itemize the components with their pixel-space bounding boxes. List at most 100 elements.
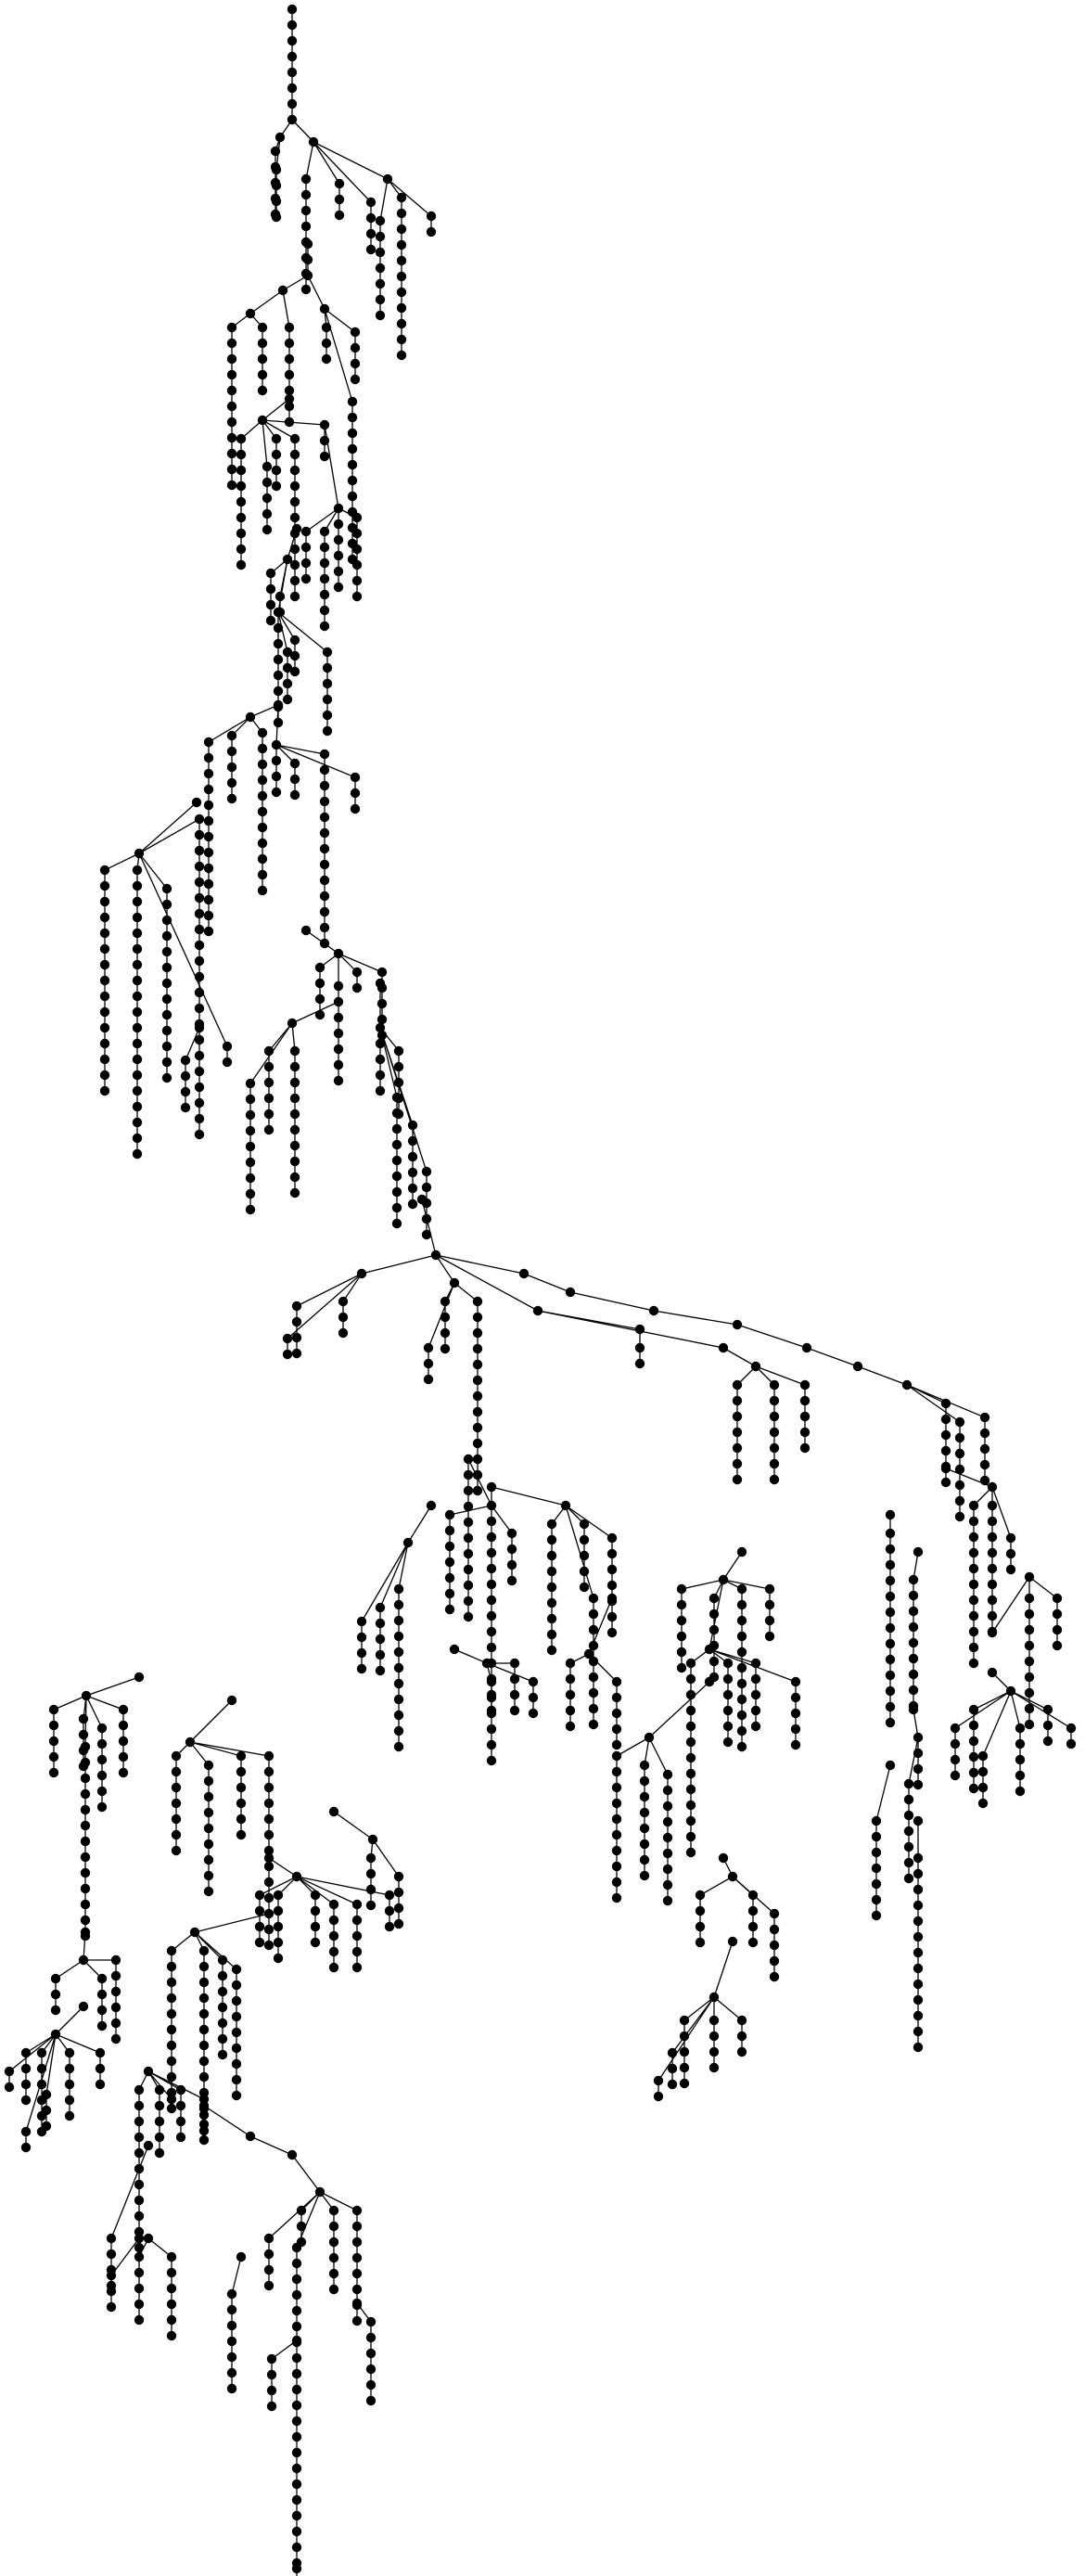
- tree-node-175: [289, 634, 300, 646]
- tree-node-1147: [106, 2301, 117, 2313]
- tree-node-1134: [134, 2267, 145, 2278]
- tree-node-862: [118, 1751, 129, 1762]
- tree-node-907: [64, 2063, 75, 2074]
- tree-node-216: [257, 853, 268, 865]
- tree-node-955: [263, 1940, 274, 1951]
- tree-node-352: [263, 1077, 274, 1088]
- tree-node-172: [273, 686, 284, 697]
- tree-node-103: [257, 415, 268, 426]
- tree-edge-557: [453, 1648, 488, 1664]
- tree-node-1132: [143, 2233, 154, 2244]
- tree-edge-477: [467, 1458, 492, 1506]
- tree-node-633: [685, 1768, 696, 1779]
- tree-node-317: [180, 1086, 191, 1097]
- tree-node-28: [334, 194, 345, 205]
- tree-node-272: [132, 1070, 143, 1081]
- tree-node-107: [236, 481, 247, 492]
- tree-node-704: [679, 2062, 690, 2073]
- tree-node-461: [732, 1395, 743, 1406]
- tree-node-730: [968, 1658, 979, 1669]
- tree-node-270: [132, 1038, 143, 1049]
- tree-edge-400: [569, 1291, 655, 1312]
- tree-node-84: [321, 322, 332, 333]
- tree-node-106: [236, 465, 247, 476]
- tree-node-337: [333, 1059, 344, 1070]
- tree-node-1075: [328, 2268, 339, 2279]
- tree-node-485: [444, 1572, 455, 1583]
- tree-node-94: [347, 443, 358, 455]
- tree-node-199: [203, 800, 214, 811]
- tree-edge-401: [653, 1310, 738, 1326]
- tree-node-744: [1024, 1571, 1035, 1583]
- tree-node-816: [903, 1826, 914, 1837]
- tree-node-988: [365, 1884, 377, 1895]
- tree-edge-26: [313, 141, 340, 185]
- tree-node-860: [118, 1720, 129, 1731]
- tree-node-554: [393, 1662, 404, 1673]
- tree-node-295: [194, 877, 205, 888]
- tree-node-949: [263, 1845, 274, 1856]
- tree-node-550: [393, 1599, 404, 1610]
- tree-node-1014: [198, 2071, 210, 2083]
- tree-node-6: [287, 98, 298, 109]
- tree-node-493: [463, 1532, 474, 1544]
- tree-node-833: [913, 1916, 924, 1927]
- tree-node-1084: [351, 2315, 363, 2326]
- tree-node-974: [328, 1946, 339, 1957]
- tree-edge-411: [906, 1384, 961, 1423]
- tree-node-945: [263, 1782, 274, 1793]
- tree-node-471: [769, 1442, 780, 1454]
- tree-node-189: [245, 711, 256, 723]
- tree-node-652: [790, 1708, 801, 1719]
- tree-node-1022: [217, 2002, 228, 2013]
- tree-node-386: [407, 1135, 418, 1147]
- tree-node-66: [226, 417, 237, 428]
- tree-node-1019: [217, 1954, 228, 1966]
- tree-node-195: [203, 737, 214, 748]
- tree-node-912: [95, 2063, 106, 2074]
- tree-node-622: [764, 1599, 775, 1610]
- tree-node-649: [750, 1721, 761, 1732]
- tree-node-810: [913, 1748, 924, 1759]
- tree-node-320: [333, 948, 344, 959]
- tree-node-645: [750, 1658, 761, 1669]
- tree-node-400: [338, 1312, 349, 1323]
- tree-node-261: [132, 896, 143, 907]
- tree-node-750: [1024, 1608, 1035, 1620]
- tree-node-312: [222, 1041, 233, 1052]
- tree-node-47: [365, 244, 377, 255]
- tree-edge-388: [361, 1254, 437, 1275]
- tree-node-552: [393, 1631, 404, 1642]
- tree-node-486: [444, 1588, 455, 1599]
- tree-node-344: [289, 1109, 300, 1120]
- tree-node-768: [950, 1754, 961, 1765]
- tree-node-274: [132, 1101, 143, 1112]
- tree-node-433: [449, 1277, 460, 1288]
- tree-node-381: [391, 1171, 402, 1182]
- tree-node-449: [472, 1469, 483, 1480]
- tree-node-1031: [231, 2043, 242, 2054]
- tree-node-168: [273, 622, 284, 634]
- tree-node-1036: [143, 2066, 154, 2077]
- tree-node-348: [289, 1172, 300, 1183]
- tree-node-1077: [351, 2205, 363, 2216]
- tree-node-884: [96, 2005, 108, 2016]
- tree-node-1012: [198, 2040, 210, 2051]
- tree-node-1116: [266, 2369, 277, 2380]
- tree-node-127: [289, 512, 300, 523]
- tree-node-770: [977, 1750, 989, 1762]
- tree-node-1061: [245, 2131, 256, 2142]
- tree-node-774: [1015, 1723, 1026, 1734]
- tree-node-839: [913, 2010, 924, 2021]
- tree-node-363: [245, 1188, 256, 1199]
- tree-node-878: [78, 1954, 89, 1966]
- tree-node-153: [319, 605, 330, 616]
- tree-node-450: [472, 1485, 483, 1496]
- tree-node-327: [377, 967, 388, 978]
- tree-node-924: [171, 1798, 182, 1809]
- tree-node-62: [226, 353, 237, 365]
- tree-node-213: [257, 806, 268, 817]
- tree-node-686: [695, 1890, 706, 1901]
- tree-node-85: [321, 338, 332, 349]
- tree-node-797: [885, 1717, 896, 1728]
